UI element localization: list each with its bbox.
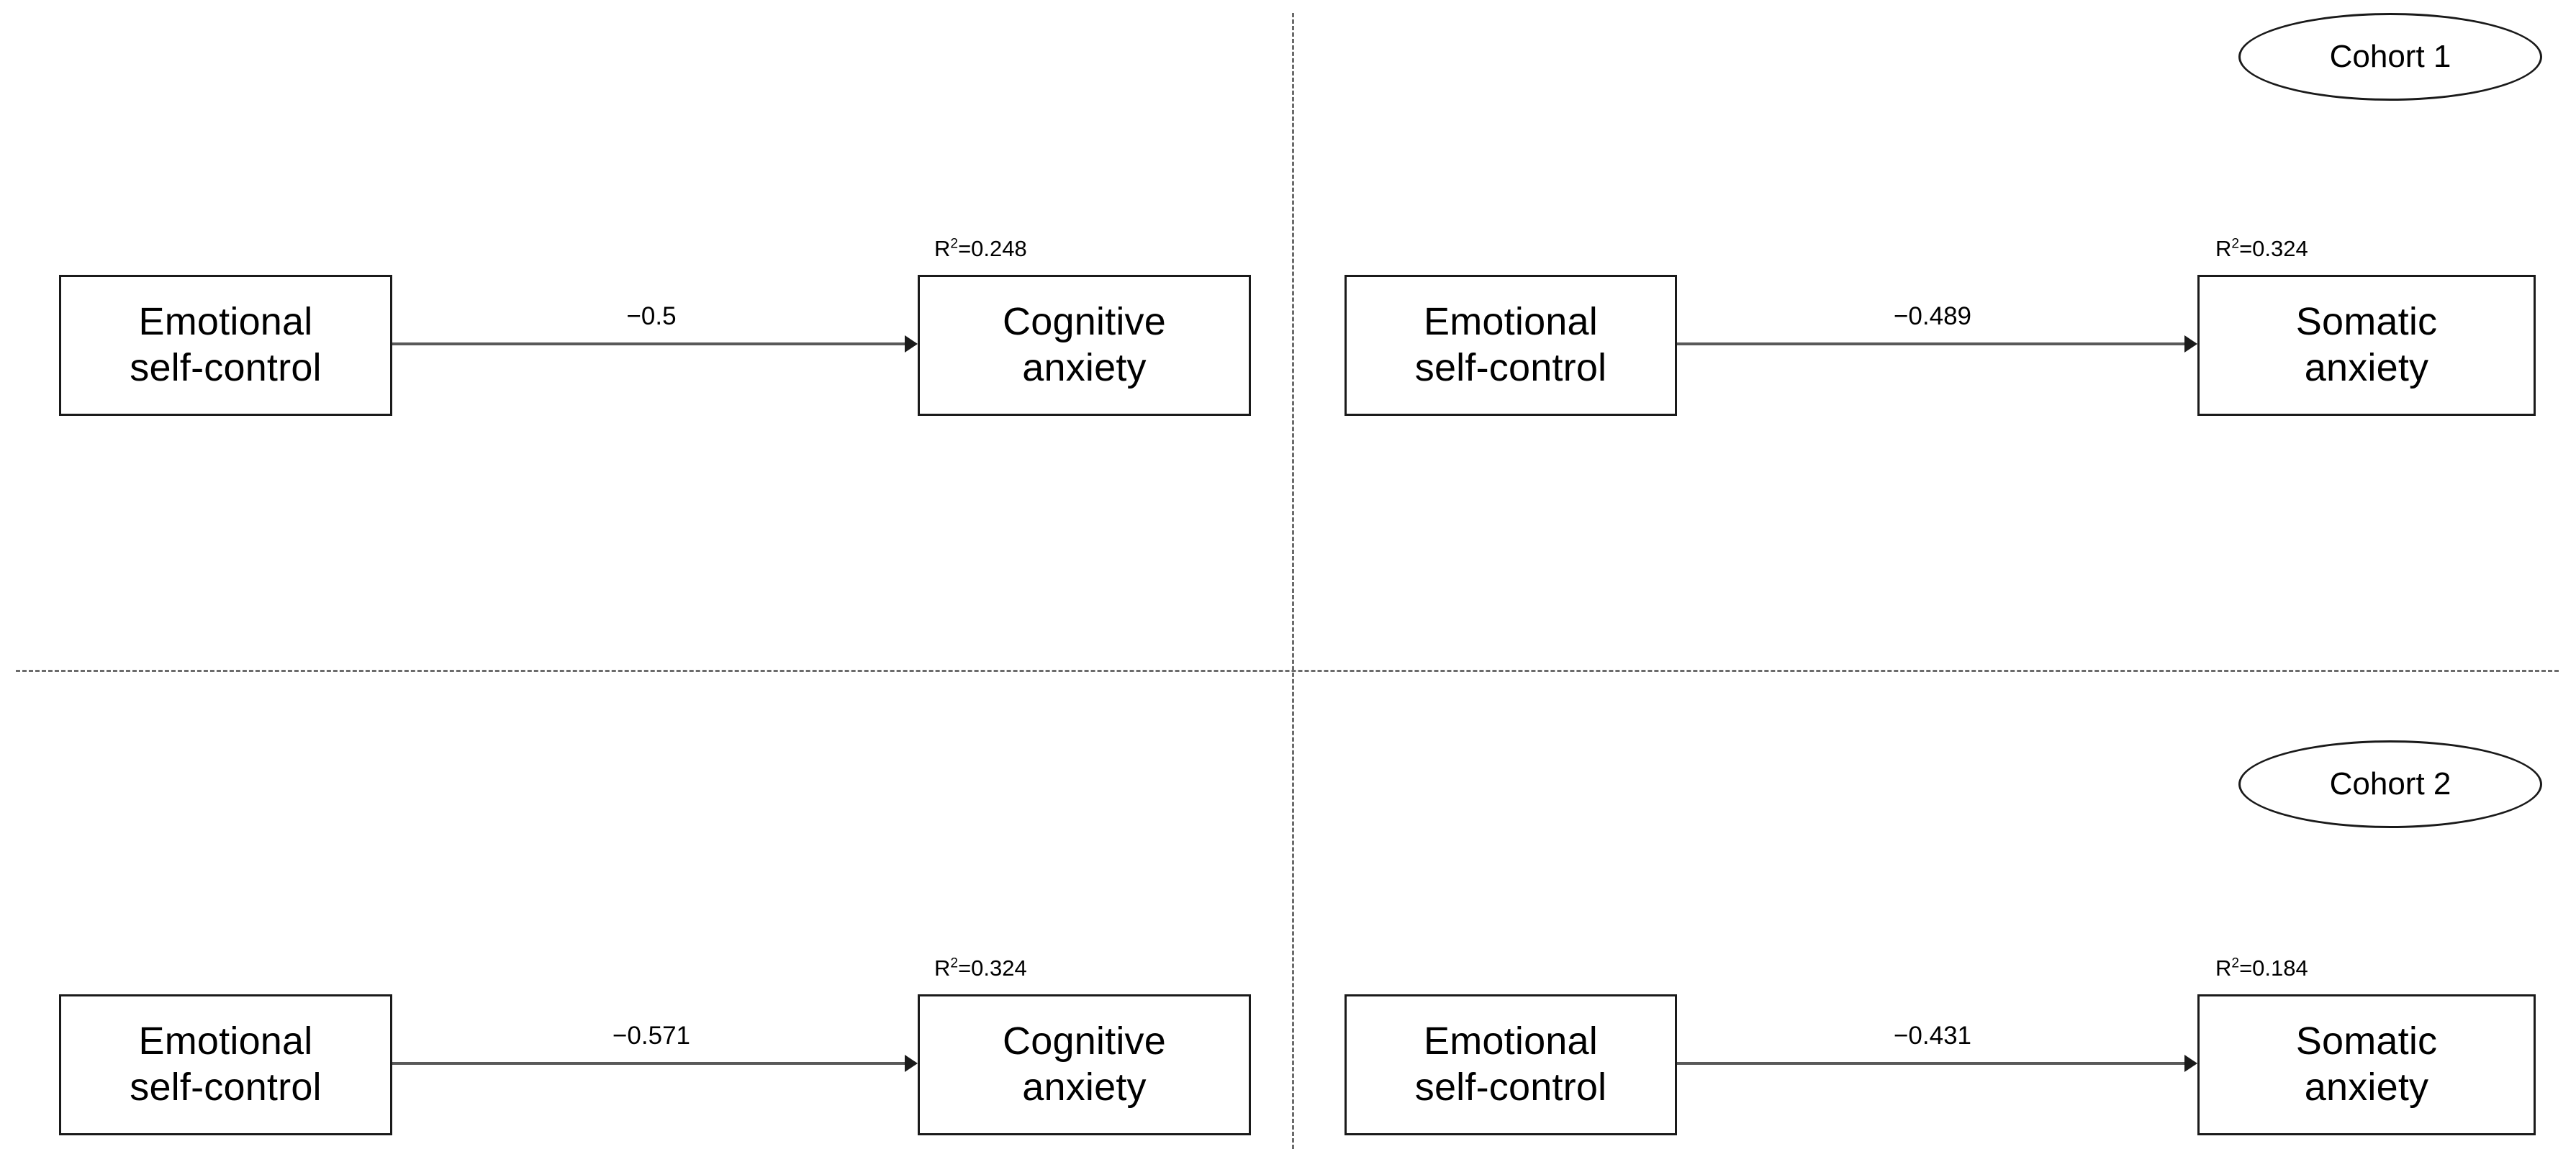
node-somatic-anxiety-c1: Somatic anxiety [2197, 275, 2536, 416]
node-label-line2: anxiety [2304, 1066, 2429, 1109]
r-squared-exponent: 2 [2231, 236, 2240, 252]
node-emotional-self-control-c1-cognitive: Emotional self-control [59, 275, 392, 416]
node-label-line1: Emotional [1424, 300, 1598, 344]
r-squared-value: =0.184 [2239, 955, 2308, 981]
node-emotional-self-control-c2-cognitive: Emotional self-control [59, 994, 392, 1135]
r-squared-exponent: 2 [950, 236, 959, 252]
node-label-line2: anxiety [2304, 346, 2429, 389]
r-squared-prefix: R [2215, 955, 2232, 981]
node-label-line2: anxiety [1022, 346, 1147, 389]
r-squared-prefix: R [934, 955, 951, 981]
r-squared-c2-cognitive: R2=0.324 [934, 957, 1027, 979]
path-arrow-c1-somatic [1677, 333, 2197, 355]
node-label-line1: Cognitive [1003, 1019, 1166, 1063]
node-label-line2: self-control [1414, 1066, 1607, 1109]
node-cognitive-anxiety-c1: Cognitive anxiety [918, 275, 1251, 416]
path-coefficient-c1-somatic: −0.489 [1893, 302, 1972, 330]
r-squared-c1-cognitive: R2=0.248 [934, 237, 1027, 260]
r-squared-exponent: 2 [950, 955, 959, 971]
path-coefficient-c2-cognitive: −0.571 [612, 1022, 691, 1050]
node-emotional-self-control-c2-somatic: Emotional self-control [1345, 994, 1677, 1135]
r-squared-value: =0.324 [958, 955, 1027, 981]
r-squared-c1-somatic: R2=0.324 [2215, 237, 2308, 260]
path-arrow-c1-cognitive [392, 333, 918, 355]
node-label-line1: Cognitive [1003, 300, 1166, 344]
path-arrow-c2-cognitive [392, 1053, 918, 1074]
r-squared-value: =0.248 [958, 236, 1027, 261]
r-squared-prefix: R [934, 236, 951, 261]
node-somatic-anxiety-c2: Somatic anxiety [2197, 994, 2536, 1135]
path-coefficient-c1-cognitive: −0.5 [626, 302, 677, 330]
r-squared-value: =0.324 [2239, 236, 2308, 261]
node-label-line2: self-control [1414, 346, 1607, 389]
cohort-1-badge: Cohort 1 [2238, 13, 2542, 101]
cohort-1-label: Cohort 1 [2329, 39, 2451, 74]
horizontal-dashed-divider [16, 670, 2559, 672]
cohort-2-label: Cohort 2 [2329, 766, 2451, 801]
node-label-line1: Somatic [2295, 1019, 2438, 1063]
path-arrow-c2-somatic [1677, 1053, 2197, 1074]
node-label-line1: Emotional [138, 300, 313, 344]
node-label-line1: Somatic [2295, 300, 2438, 344]
node-label-line2: anxiety [1022, 1066, 1147, 1109]
node-emotional-self-control-c1-somatic: Emotional self-control [1345, 275, 1677, 416]
cohort-2-badge: Cohort 2 [2238, 740, 2542, 828]
r-squared-prefix: R [2215, 236, 2232, 261]
node-cognitive-anxiety-c2: Cognitive anxiety [918, 994, 1251, 1135]
path-coefficient-c2-somatic: −0.431 [1893, 1022, 1972, 1050]
r-squared-c2-somatic: R2=0.184 [2215, 957, 2308, 979]
r-squared-exponent: 2 [2231, 955, 2240, 971]
node-label-line2: self-control [130, 346, 322, 389]
node-label-line1: Emotional [138, 1019, 313, 1063]
node-label-line1: Emotional [1424, 1019, 1598, 1063]
vertical-dashed-divider [1292, 13, 1294, 1149]
node-label-line2: self-control [130, 1066, 322, 1109]
